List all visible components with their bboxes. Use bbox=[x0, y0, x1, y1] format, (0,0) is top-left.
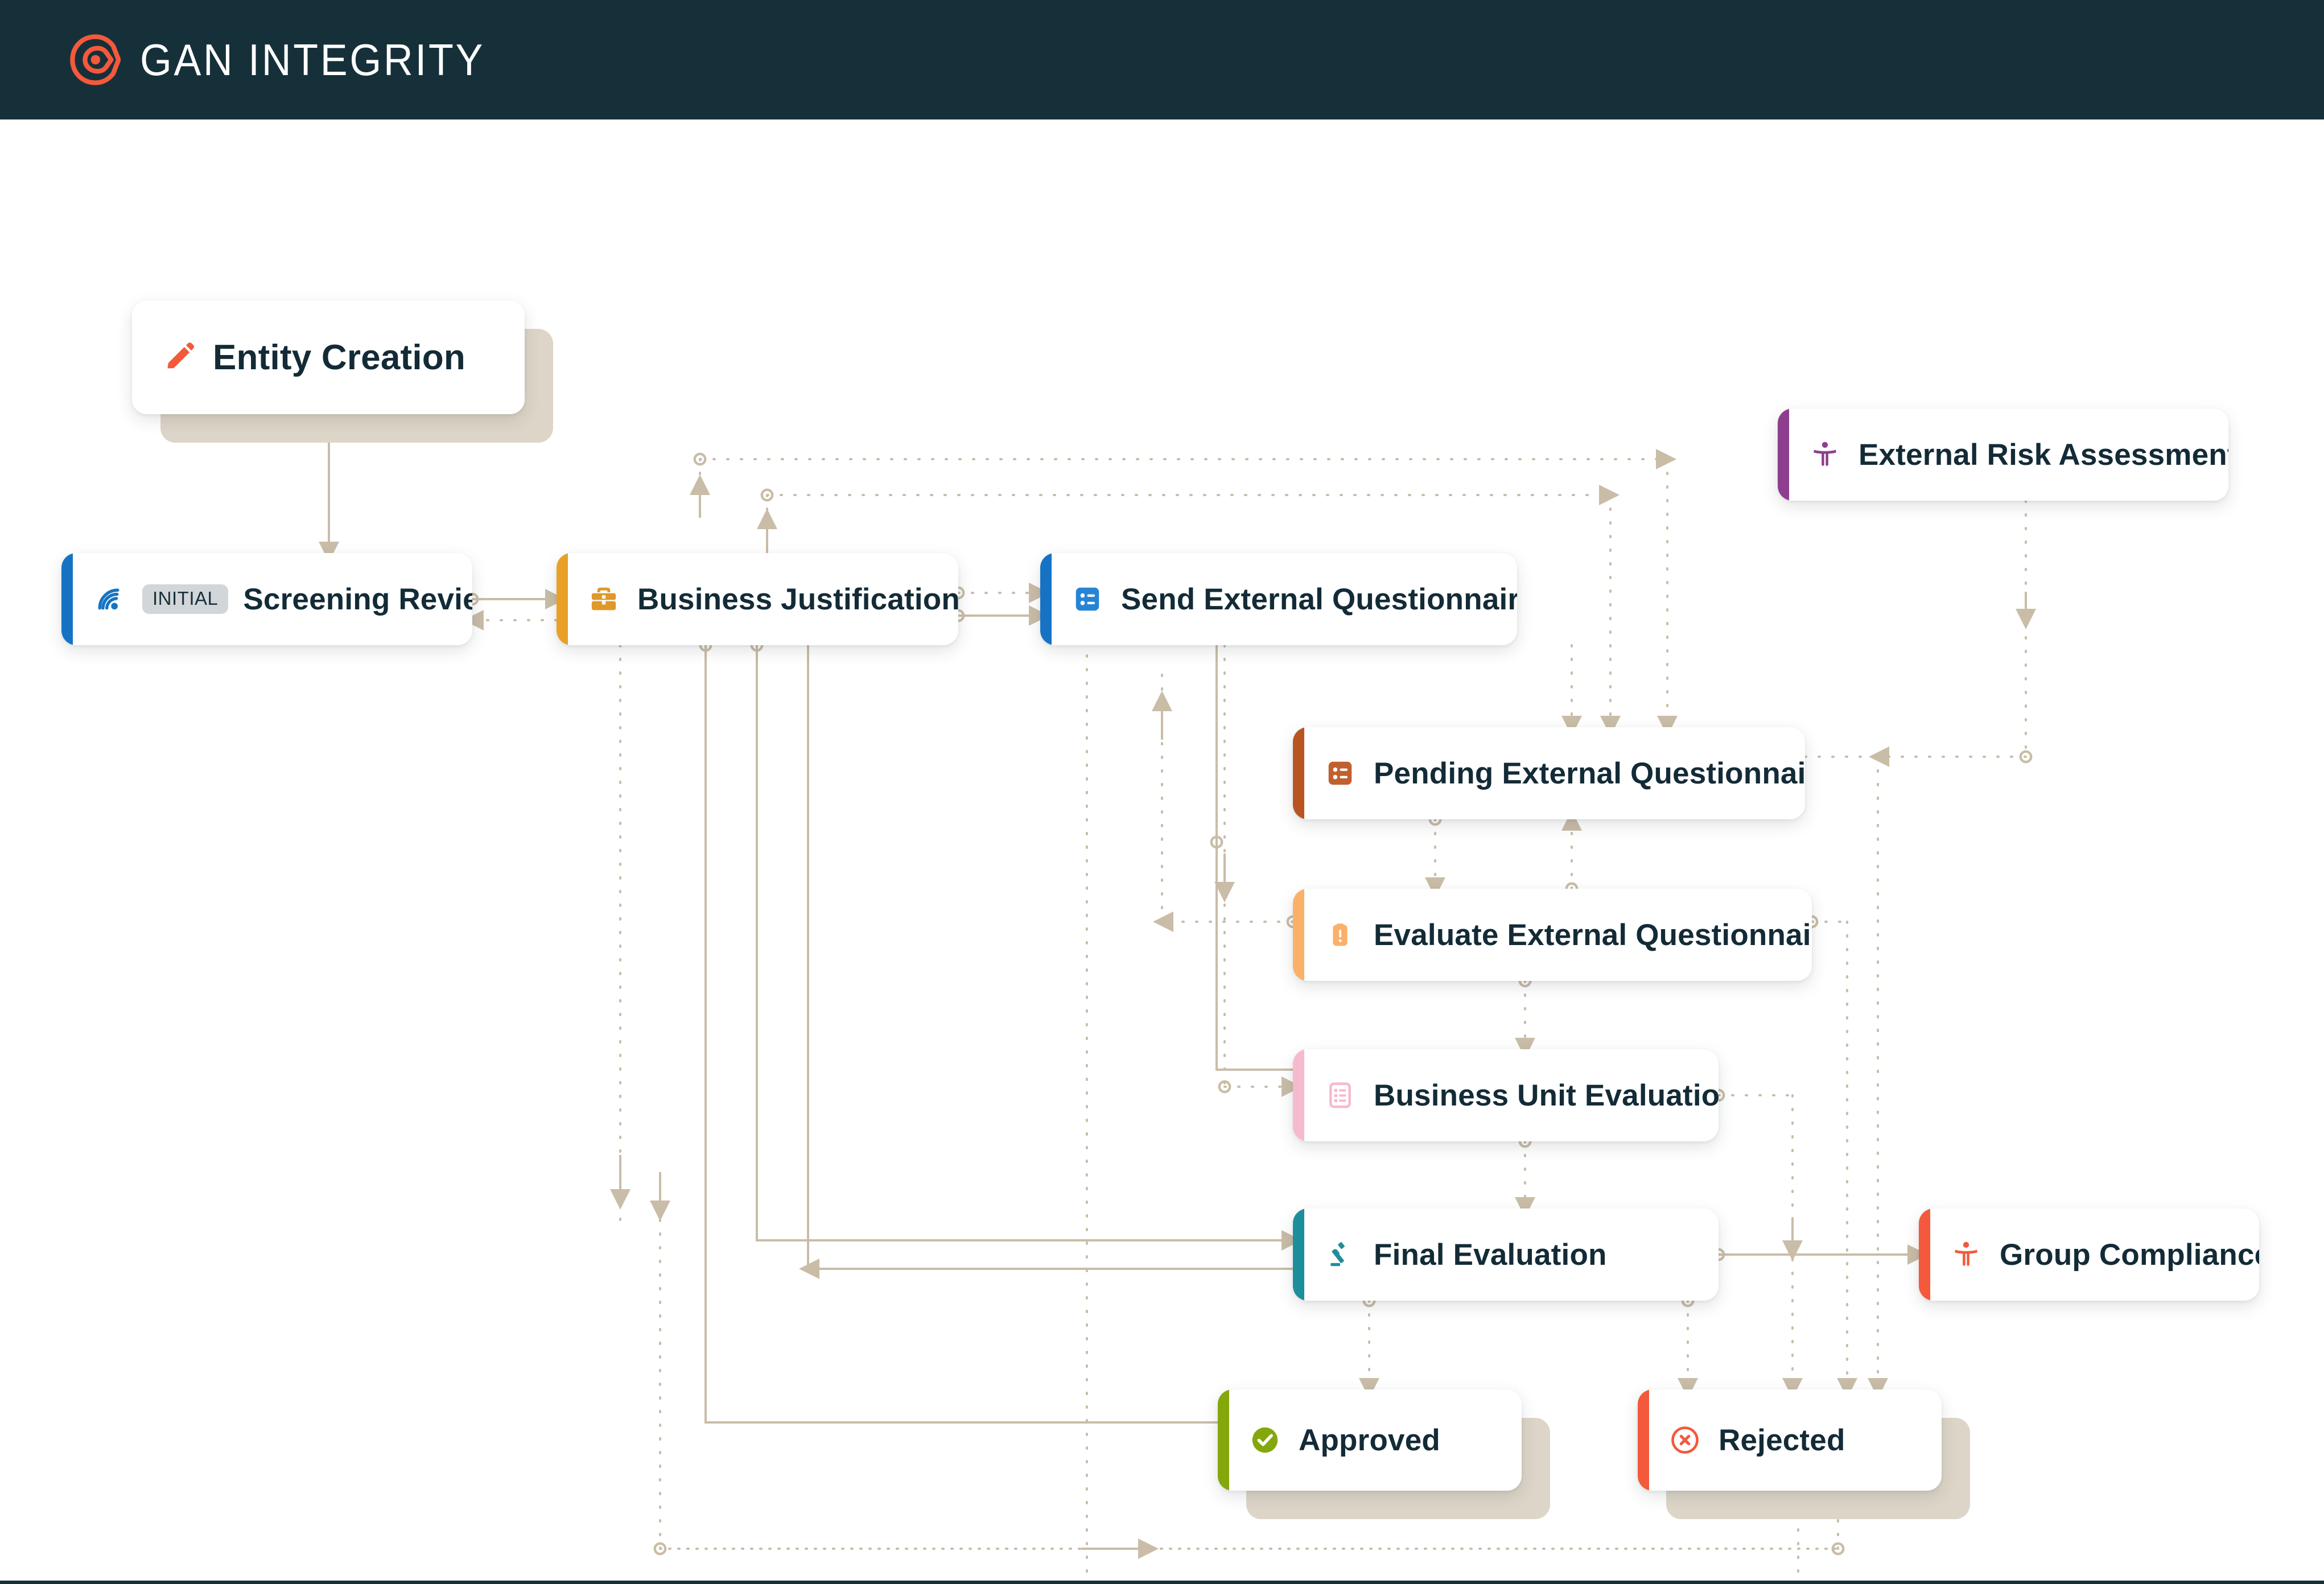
node-rejected[interactable]: Rejected bbox=[1638, 1389, 1942, 1491]
accent-bar bbox=[1293, 1208, 1304, 1301]
node-group-compliance[interactable]: Group Compliance bbox=[1919, 1208, 2259, 1301]
node-label: Screening Review bbox=[243, 582, 472, 616]
app-header: GAN INTEGRITY bbox=[0, 0, 2324, 119]
gan-spiral-logo-icon bbox=[68, 34, 121, 86]
node-final-evaluation[interactable]: Final Evaluation bbox=[1293, 1208, 1719, 1301]
node-label: Group Compliance bbox=[2000, 1238, 2259, 1272]
clipboard-alert-icon bbox=[1322, 917, 1358, 952]
edge-layer bbox=[319, 414, 2036, 1579]
node-label: Send External Questionnaire bbox=[1121, 582, 1517, 616]
accent-bar bbox=[1218, 1389, 1229, 1491]
briefcase-icon bbox=[586, 581, 621, 617]
node-business-justification[interactable]: Business Justification bbox=[557, 553, 958, 645]
accent-bar bbox=[1040, 553, 1052, 645]
accent-bar bbox=[61, 553, 73, 645]
node-entity-creation[interactable]: Entity Creation bbox=[132, 300, 525, 414]
accent-bar bbox=[1293, 889, 1304, 981]
node-evaluate-external-questionnaire[interactable]: Evaluate External Questionnaire bbox=[1293, 889, 1812, 981]
node-label: Entity Creation bbox=[213, 337, 465, 377]
radar-signal-icon bbox=[91, 581, 126, 617]
node-screening-review[interactable]: INITIAL Screening Review bbox=[61, 553, 472, 645]
node-label: External Risk Assessment bbox=[1859, 438, 2228, 472]
node-pending-external-questionnaire[interactable]: Pending External Questionnaire bbox=[1293, 727, 1805, 819]
person-accessibility-icon bbox=[1948, 1237, 1984, 1272]
footer-rule bbox=[0, 1581, 2324, 1584]
node-business-unit-evaluation[interactable]: Business Unit Evaluation bbox=[1293, 1049, 1719, 1141]
form-list-icon bbox=[1322, 756, 1358, 791]
node-label: Approved bbox=[1299, 1423, 1440, 1457]
accent-bar bbox=[557, 553, 568, 645]
document-list-icon bbox=[1322, 1078, 1358, 1113]
node-label: Rejected bbox=[1719, 1423, 1845, 1457]
workflow-canvas[interactable]: Entity Creation INITIAL Screening Review bbox=[0, 119, 2324, 1579]
node-send-external-questionnaire[interactable]: Send External Questionnaire bbox=[1040, 553, 1517, 645]
node-label: Final Evaluation bbox=[1374, 1238, 1607, 1272]
accent-bar bbox=[1293, 1049, 1304, 1141]
x-circle-icon bbox=[1667, 1422, 1703, 1458]
node-external-risk-assessment[interactable]: External Risk Assessment bbox=[1778, 409, 2228, 501]
form-list-icon bbox=[1070, 581, 1105, 617]
accent-bar bbox=[1778, 409, 1789, 501]
node-label: Evaluate External Questionnaire bbox=[1374, 918, 1812, 952]
accent-bar bbox=[1293, 727, 1304, 819]
gavel-stripes-icon bbox=[1322, 1237, 1358, 1272]
status-badge: INITIAL bbox=[142, 584, 229, 614]
node-label: Pending External Questionnaire bbox=[1374, 756, 1805, 790]
pencil-icon bbox=[162, 340, 197, 375]
node-label: Business Justification bbox=[637, 582, 958, 616]
node-approved[interactable]: Approved bbox=[1218, 1389, 1522, 1491]
check-circle-icon bbox=[1247, 1422, 1283, 1458]
node-label: Business Unit Evaluation bbox=[1374, 1078, 1719, 1112]
person-accessibility-icon bbox=[1807, 437, 1843, 472]
brand-title: GAN INTEGRITY bbox=[140, 34, 485, 85]
accent-bar bbox=[1638, 1389, 1649, 1491]
accent-bar bbox=[1919, 1208, 1930, 1301]
